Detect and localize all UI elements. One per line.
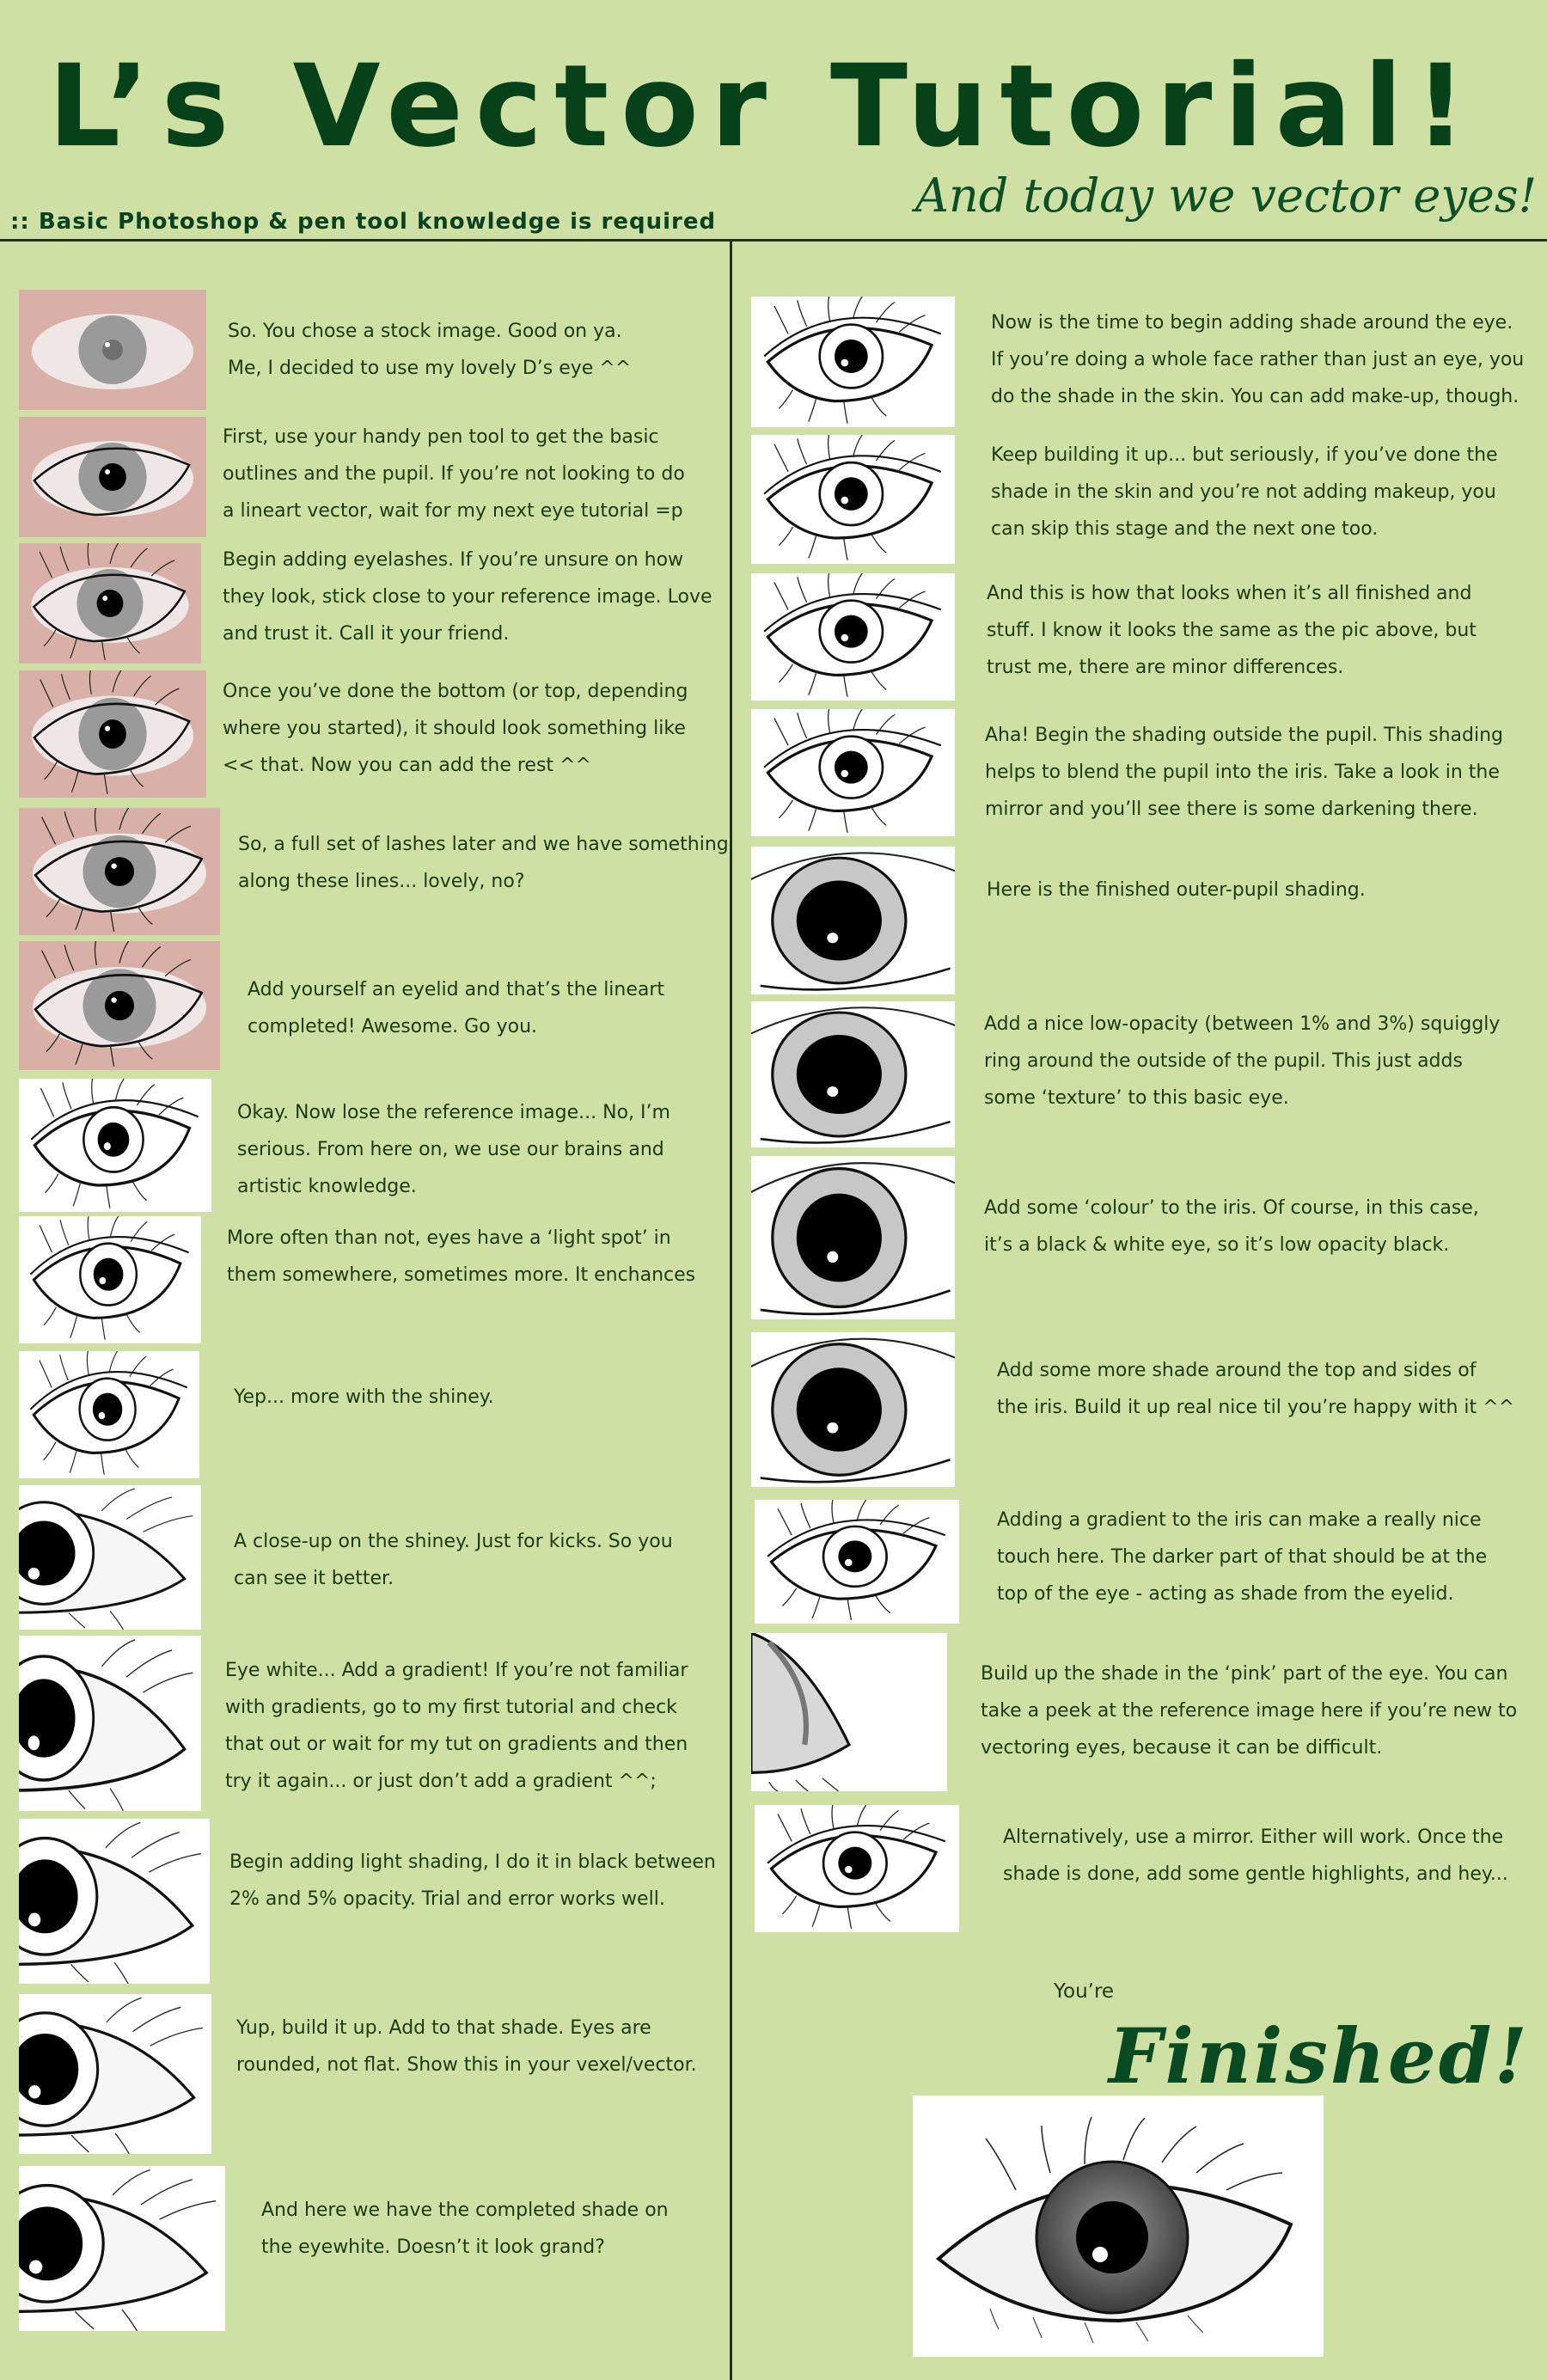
left-step-12-image: [19, 1819, 210, 1984]
eye-photo-icon: [19, 290, 206, 410]
column-divider: [730, 242, 732, 2380]
right-step-1-text: Now is the time to begin adding shade ar…: [991, 312, 1525, 407]
right-step-8-text: Add some more shade around the top and s…: [997, 1360, 1515, 1418]
right-step-3-text: And this is how that looks when it’s all…: [987, 583, 1477, 678]
right-step-2-text: Keep building it up... but seriously, if…: [991, 444, 1498, 540]
eye-outline-photo-icon: [19, 417, 206, 537]
right-step-5-text: Here is the finished outer-pupil shading…: [987, 879, 1366, 901]
left-step-5-text: So, a full set of lashes later and we ha…: [238, 834, 729, 892]
right-step-10-text: Build up the shade in the ‘pink’ part of…: [981, 1663, 1518, 1759]
right-step-10-image: [751, 1633, 947, 1791]
left-step-14-image: [19, 2166, 225, 2331]
right-step-2-image: [751, 435, 955, 564]
left-step-13-image: [19, 1994, 211, 2154]
eye-lineart-icon: [19, 1216, 201, 1343]
left-step-7-text: Okay. Now lose the reference image... No…: [237, 1102, 670, 1197]
right-step-3-image: [751, 573, 955, 701]
iris-closeup-icon: [751, 1332, 955, 1487]
eye-closeup-icon: [19, 1819, 210, 1984]
final-eye-image: [913, 2096, 1324, 2357]
eye-closeup-icon: [19, 2166, 225, 2331]
right-step-11-text: Alternatively, use a mirror. Either will…: [1003, 1826, 1508, 1885]
left-step-6-text: Add yourself an eyelid and that’s the li…: [248, 979, 665, 1037]
left-step-11-image: [19, 1636, 201, 1811]
eye-vector-icon: [751, 435, 955, 564]
right-step-9-image: [755, 1500, 959, 1624]
eye-closeup-icon: [19, 1636, 201, 1811]
left-step-12-text: Begin adding light shading, I do it in b…: [229, 1851, 716, 1910]
left-step-8-image: [19, 1216, 201, 1343]
requirement-note: :: Basic Photoshop & pen tool knowledge …: [10, 209, 717, 235]
left-step-7-image: [19, 1079, 211, 1212]
iris-closeup-icon: [751, 1001, 955, 1147]
left-step-1-text: So. You chose a stock image. Good on ya.…: [228, 321, 632, 379]
eye-lashes-photo-icon: [19, 670, 206, 798]
right-step-5-image: [751, 847, 955, 994]
youre-label: You’re: [1054, 1980, 1115, 2003]
right-step-4-image: [751, 709, 955, 836]
eye-vector-icon: [751, 573, 955, 701]
right-step-6-image: [751, 1001, 955, 1147]
eye-vector-icon: [755, 1500, 959, 1624]
finished-eye-icon: [913, 2096, 1324, 2357]
right-step-8-image: [751, 1332, 955, 1487]
eye-vector-icon: [755, 1805, 959, 1932]
page-subtitle: And today we vector eyes!: [915, 168, 1538, 223]
iris-closeup-icon: [751, 847, 955, 994]
left-step-3-text: Begin adding eyelashes. If you’re unsure…: [223, 549, 712, 645]
page-title: L’s Vector Tutorial!: [48, 40, 1479, 173]
left-step-5-image: [19, 808, 220, 935]
left-step-1-image: [19, 290, 206, 410]
eye-vector-icon: [751, 709, 955, 836]
eye-lineart-icon: [19, 1079, 211, 1212]
left-step-4-text: Once you’ve done the bottom (or top, dep…: [223, 681, 688, 776]
right-step-1-image: [751, 297, 955, 427]
eye-closeup-icon: [19, 1485, 201, 1630]
eye-corner-closeup-icon: [751, 1633, 947, 1791]
left-step-9-text: Yep... more with the shiney.: [234, 1386, 494, 1408]
right-step-4-text: Aha! Begin the shading outside the pupil…: [985, 725, 1503, 820]
right-step-6-text: Add a nice low-opacity (between 1% and 3…: [984, 1013, 1501, 1109]
right-step-7-text: Add some ‘colour’ to the iris. Of course…: [984, 1197, 1479, 1256]
right-step-9-text: Adding a gradient to the iris can make a…: [997, 1509, 1488, 1605]
iris-closeup-icon: [751, 1156, 955, 1319]
left-step-10-image: [19, 1485, 201, 1630]
eye-lineart-photo-icon: [19, 941, 220, 1070]
header-divider: [0, 239, 1547, 242]
left-step-2-image: [19, 417, 206, 537]
left-step-2-text: First, use your handy pen tool to get th…: [223, 426, 685, 522]
eye-lineart-icon: [19, 1351, 199, 1478]
eye-lashes-photo-icon: [19, 808, 220, 935]
left-step-8-text: More often than not, eyes have a ‘light …: [227, 1227, 696, 1286]
left-step-14-text: And here we have the completed shade on …: [261, 2200, 669, 2258]
eye-closeup-icon: [19, 1994, 211, 2154]
left-step-3-image: [19, 543, 201, 664]
left-step-10-text: A close-up on the shiney. Just for kicks…: [234, 1531, 673, 1589]
left-step-13-text: Yup, build it up. Add to that shade. Eye…: [236, 2017, 697, 2076]
left-step-6-image: [19, 941, 220, 1070]
right-step-7-image: [751, 1156, 955, 1319]
left-step-11-text: Eye white... Add a gradient! If you’re n…: [225, 1660, 688, 1792]
left-step-4-image: [19, 670, 206, 798]
finished-label: Finished!: [1109, 2011, 1530, 2101]
right-step-11-image: [755, 1805, 959, 1932]
eye-lashes-photo-icon: [19, 543, 201, 664]
left-step-9-image: [19, 1351, 199, 1478]
eye-vector-icon: [751, 297, 955, 427]
